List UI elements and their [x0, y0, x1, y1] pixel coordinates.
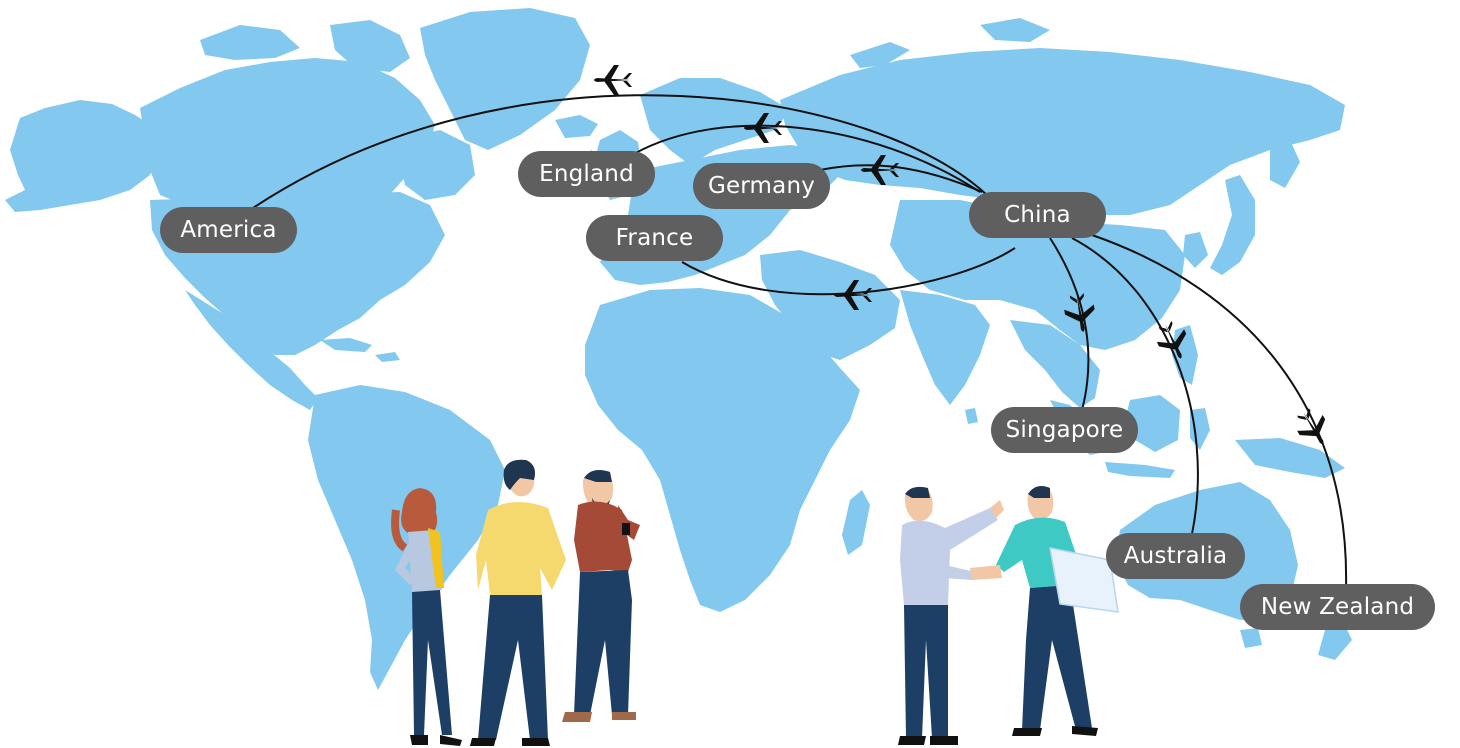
- land-arctic-siberia: [980, 18, 1050, 42]
- land-java: [1105, 462, 1175, 478]
- land-hudson-east: [395, 130, 475, 200]
- land-africa: [585, 288, 860, 612]
- route-china-australia: [1071, 237, 1199, 535]
- land-greenland: [420, 8, 590, 150]
- route-china-america: [249, 94, 991, 211]
- land-novaya-zemlya: [850, 42, 910, 68]
- land-cuba: [320, 338, 372, 352]
- route-china-singapore: [1049, 237, 1090, 411]
- land-mexico: [185, 290, 318, 410]
- land-iceland: [555, 115, 598, 138]
- label-america[interactable]: America: [160, 207, 297, 253]
- land-southeast-asia: [1010, 320, 1100, 408]
- land-kamchatka: [1270, 140, 1300, 188]
- label-england[interactable]: England: [518, 151, 655, 197]
- land-alaska: [5, 100, 160, 212]
- route-china-germany: [819, 164, 983, 193]
- land-russia: [780, 48, 1345, 215]
- land-borneo: [1125, 395, 1180, 452]
- label-france[interactable]: France: [586, 215, 723, 261]
- land-new-zealand-south: [1318, 625, 1352, 660]
- bearded-man-figure: [562, 470, 640, 722]
- land-baffin: [330, 20, 410, 72]
- label-australia[interactable]: Australia: [1106, 533, 1245, 579]
- label-new-zealand[interactable]: New Zealand: [1240, 584, 1435, 630]
- land-new-guinea: [1235, 438, 1345, 478]
- route-china-england: [631, 124, 981, 193]
- land-madagascar: [842, 490, 870, 555]
- land-south-america: [308, 385, 505, 690]
- land-korea: [1183, 232, 1208, 268]
- woman-figure: [391, 488, 462, 746]
- land-china-region: [890, 200, 1185, 350]
- label-singapore[interactable]: Singapore: [991, 407, 1138, 453]
- airplane-icon: [594, 65, 632, 95]
- label-china[interactable]: China: [969, 192, 1106, 238]
- man-yellow-sweater-figure: [470, 459, 566, 746]
- flight-routes: [249, 94, 1348, 589]
- land-india: [900, 290, 990, 405]
- land-arctic-islands: [200, 25, 300, 60]
- route-china-new-zealand: [1091, 234, 1348, 589]
- route-china-france: [681, 247, 1016, 296]
- handshake-partner-figure: [970, 486, 1119, 736]
- land-sri-lanka: [965, 408, 978, 424]
- land-middle-east: [760, 250, 900, 360]
- world-map: [5, 8, 1375, 690]
- handshake-businessman-figure: [898, 486, 1004, 745]
- land-hispaniola: [375, 352, 400, 362]
- land-japan: [1210, 175, 1255, 275]
- land-tasmania: [1240, 628, 1262, 648]
- land-scandinavia: [640, 78, 790, 165]
- label-germany[interactable]: Germany: [693, 163, 830, 209]
- land-canada: [140, 58, 435, 212]
